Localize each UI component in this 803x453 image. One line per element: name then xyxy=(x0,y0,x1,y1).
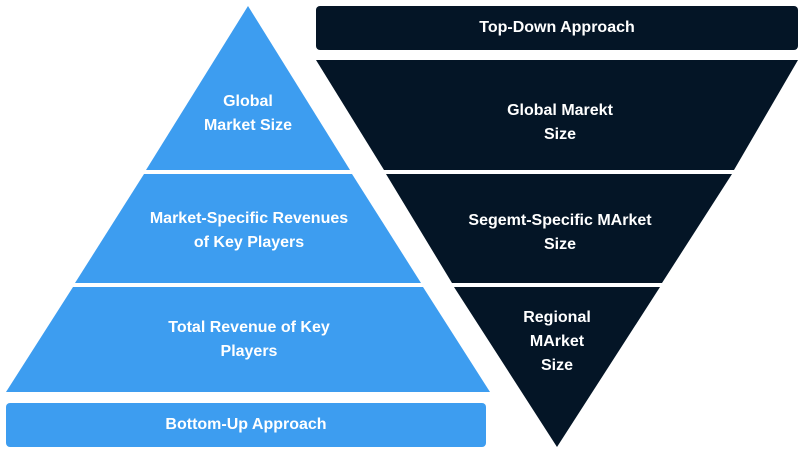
bottom-up-level-1-label: Global Market Size xyxy=(203,93,293,134)
inverted-segment-bottom xyxy=(454,287,660,447)
top-down-level-3-label: Regional MArket Size xyxy=(523,309,591,374)
inverted-segment-top xyxy=(316,60,798,170)
inverted-segment-middle xyxy=(386,174,732,283)
top-down-level-1-label: Global Marekt Size xyxy=(507,102,613,143)
pyramid-segment-middle xyxy=(75,174,421,283)
top-down-level-2-label: Segemt-Specific MArket Size xyxy=(468,212,652,253)
pyramid-segment-bottom xyxy=(6,287,490,392)
pyramid-segment-top xyxy=(146,6,350,170)
top-down-header: Top-Down Approach xyxy=(316,6,798,50)
bottom-up-level-2-label: Market-Specific Revenues of Key Players xyxy=(149,210,349,251)
bottom-up-footer: Bottom-Up Approach xyxy=(6,403,486,447)
bottom-up-level-3-label: Total Revenue of Key Players xyxy=(168,319,330,360)
